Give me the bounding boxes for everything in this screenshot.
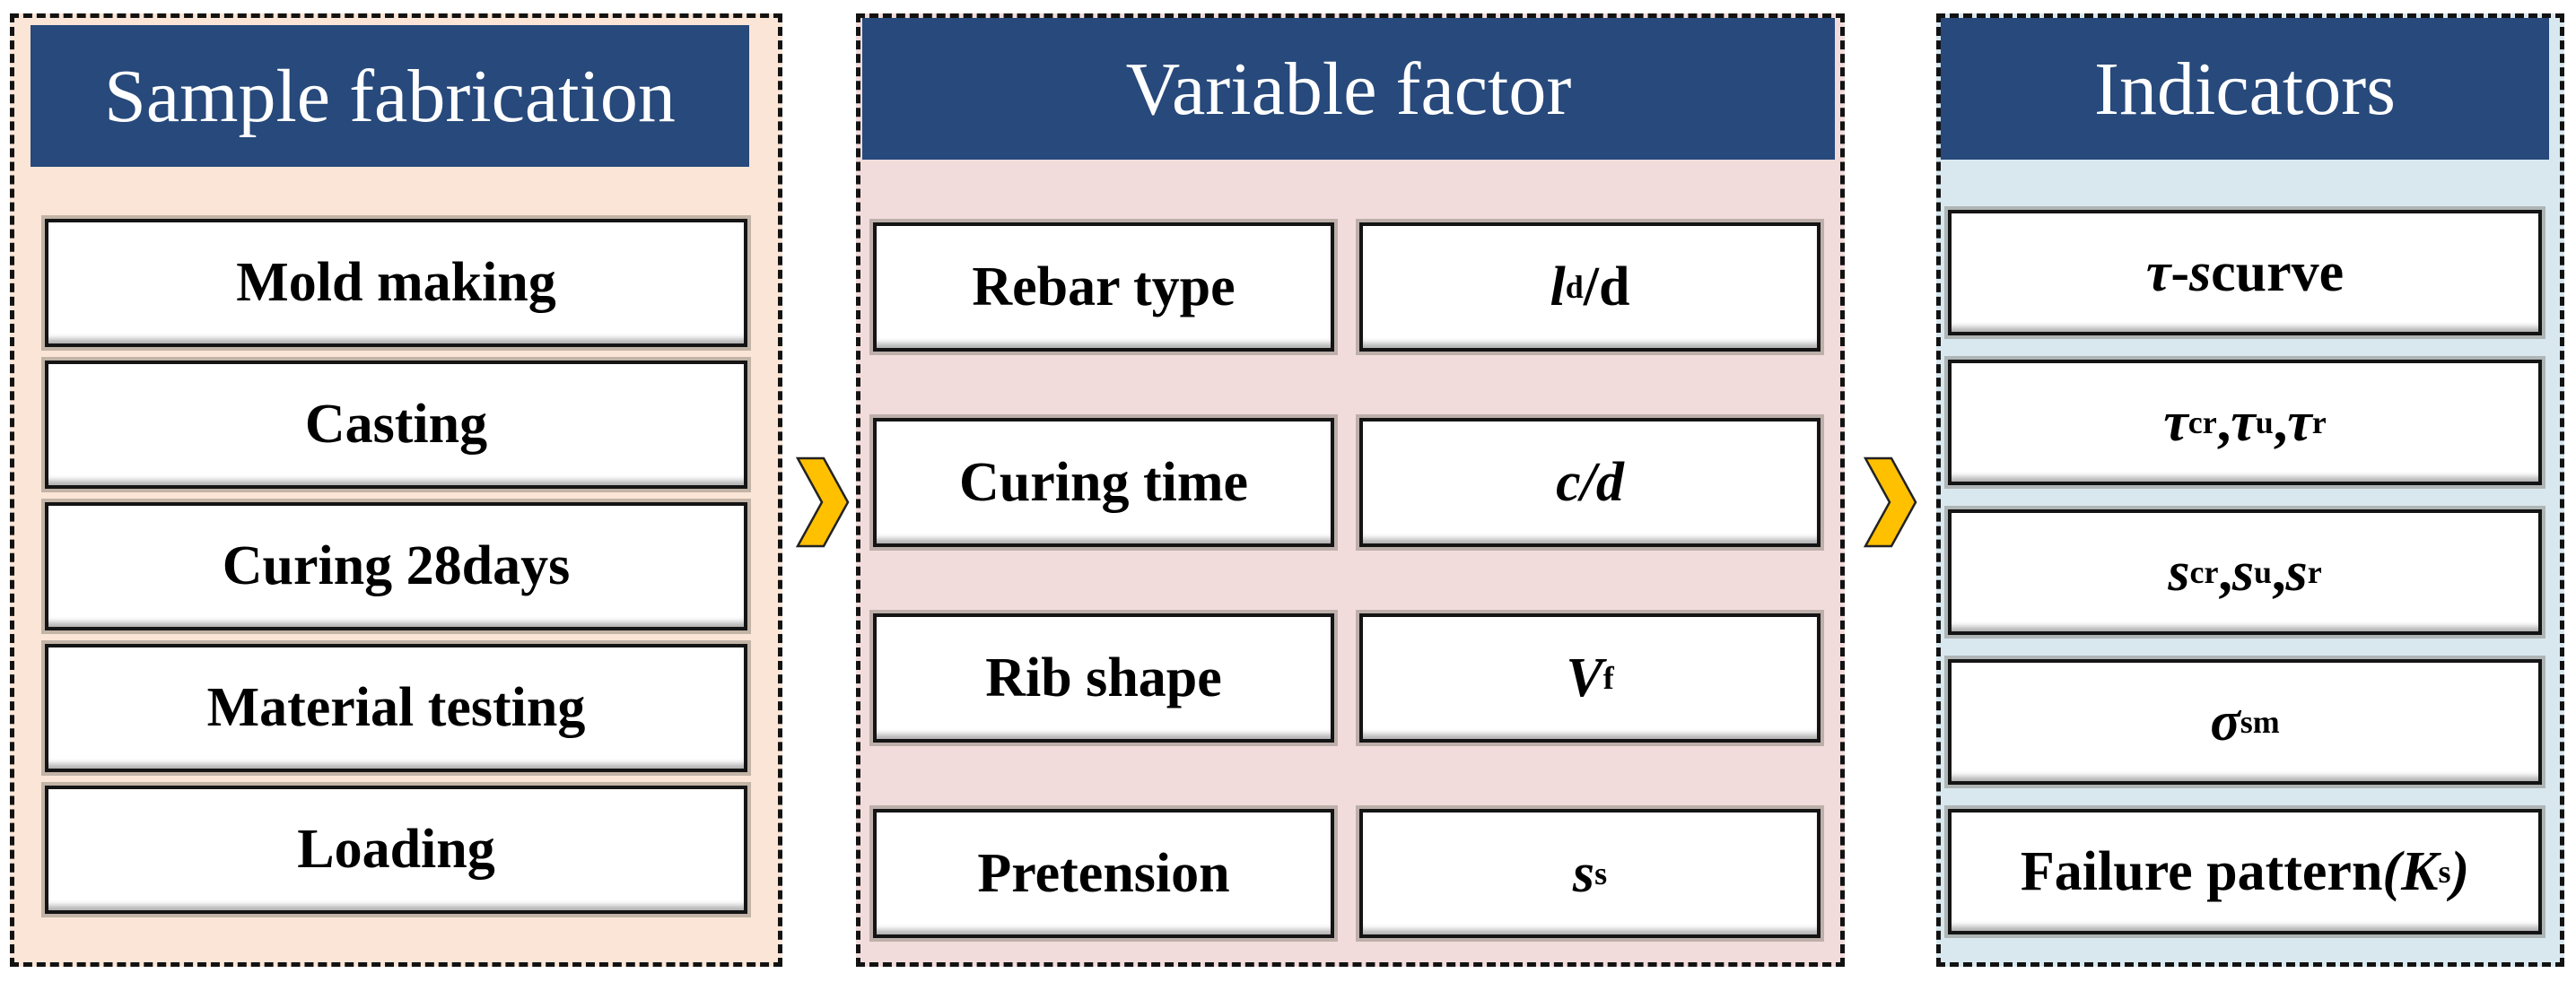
chevron-shape xyxy=(795,456,850,548)
indicators-header: Indicators xyxy=(1941,18,2549,160)
text-segment: l xyxy=(1550,256,1566,317)
text-segment: V xyxy=(1566,647,1603,708)
chevron-right-icon xyxy=(795,456,850,548)
text-segment: ) xyxy=(2450,840,2470,902)
fabrication-step: Curing 28days xyxy=(45,502,747,630)
variable-factor-header: Variable factor xyxy=(862,18,1835,160)
text-segment: curve xyxy=(2211,241,2345,303)
indicator: τ-s curve xyxy=(1948,210,2542,335)
factor-name: Pretension xyxy=(873,809,1334,938)
factor-name: Curing time xyxy=(873,418,1334,547)
fabrication-step: Loading xyxy=(45,786,747,914)
text-segment: s xyxy=(2285,541,2308,603)
text-segment: s xyxy=(2168,541,2190,603)
text-segment: /d xyxy=(1583,256,1630,317)
chevron-right-icon xyxy=(1863,456,1917,548)
text-segment: , xyxy=(2273,391,2288,453)
fabrication-step: Material testing xyxy=(45,644,747,772)
text-segment: τ xyxy=(2231,391,2256,453)
factor-symbol: c/d xyxy=(1359,418,1821,547)
text-segment: , xyxy=(2216,391,2231,453)
chevron-shape xyxy=(1863,456,1917,548)
sample-fabrication-header: Sample fabrication xyxy=(31,25,749,167)
text-segment: τ xyxy=(2287,391,2312,453)
text-segment: s xyxy=(1572,842,1595,904)
text-segment: τ xyxy=(2145,241,2171,303)
factor-name: Rib shape xyxy=(873,613,1334,743)
text-segment: , xyxy=(2272,541,2286,603)
text-segment: - xyxy=(2170,241,2189,303)
text-segment: c/d xyxy=(1556,451,1624,513)
text-segment: σ xyxy=(2210,691,2240,752)
text-segment: ( xyxy=(2382,840,2402,902)
factor-name: Rebar type xyxy=(873,222,1334,352)
text-segment: Failure pattern xyxy=(2020,840,2383,902)
text-segment: s xyxy=(2231,541,2255,603)
fabrication-step: Casting xyxy=(45,361,747,489)
fabrication-step: Mold making xyxy=(45,219,747,347)
text-segment: K xyxy=(2401,840,2439,902)
text-segment: s xyxy=(2189,241,2212,303)
text-segment: τ xyxy=(2163,391,2188,453)
text-segment: , xyxy=(2218,541,2232,603)
